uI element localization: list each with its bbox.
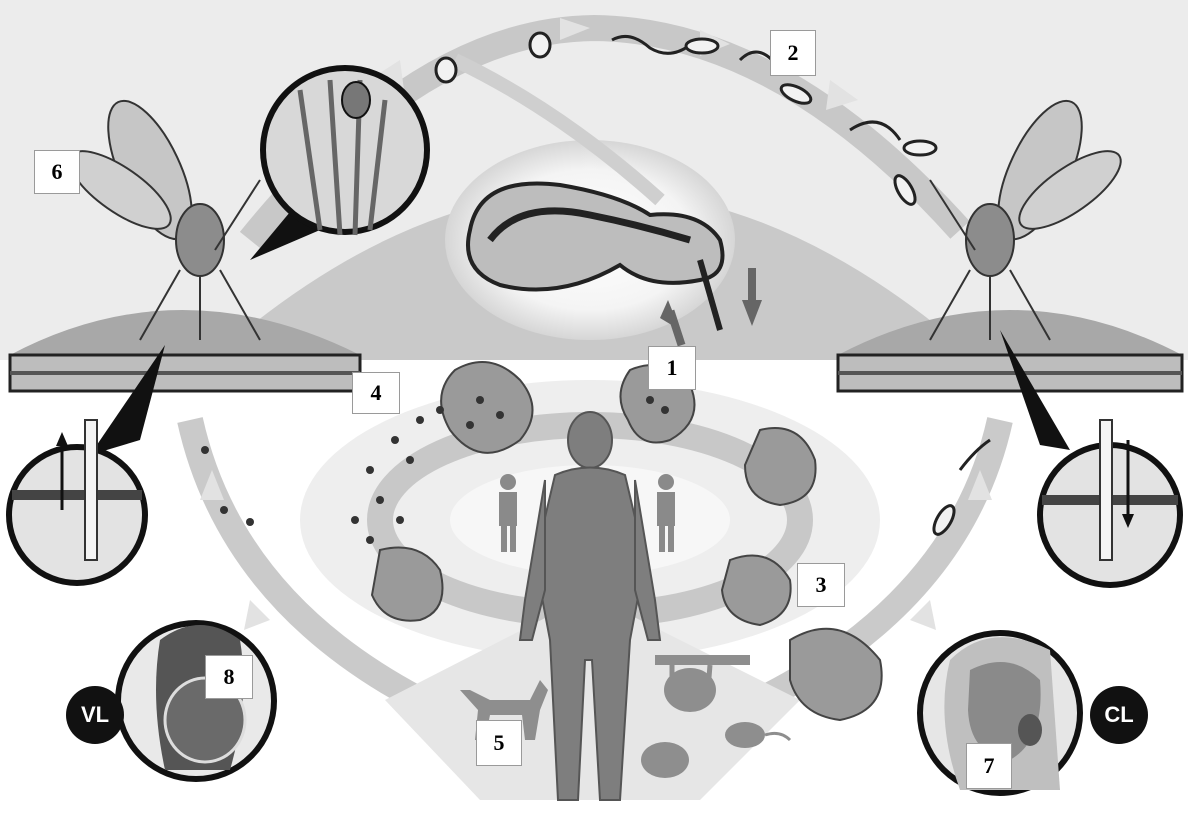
vl-badge: VL <box>66 686 124 744</box>
label-2: 2 <box>770 30 816 76</box>
cl-badge: CL <box>1090 686 1148 744</box>
label-8: 8 <box>205 655 253 699</box>
label-5: 5 <box>476 720 522 766</box>
label-7: 7 <box>966 743 1012 789</box>
label-1: 1 <box>648 346 696 390</box>
label-6: 6 <box>34 150 80 194</box>
label-4: 4 <box>352 372 400 414</box>
vl-patient-circle <box>118 623 274 779</box>
label-3: 3 <box>797 563 845 607</box>
